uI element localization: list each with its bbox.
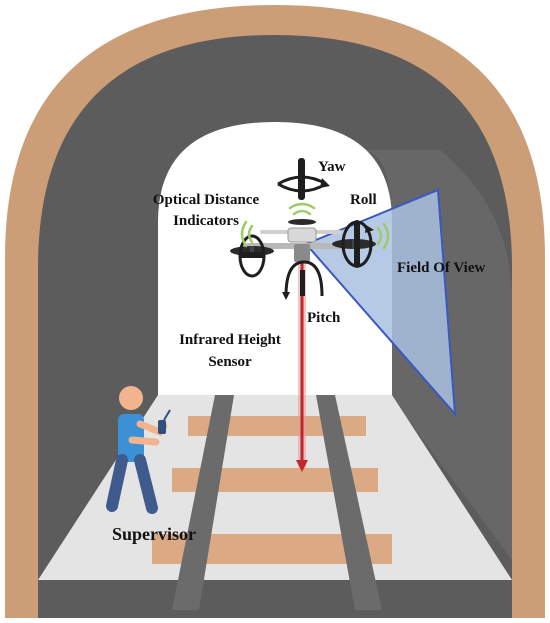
roll-label: Roll [350,192,377,208]
supervisor-label: Supervisor [112,524,197,544]
supervisor-figure [106,386,171,514]
rail-right [316,395,382,610]
infrared-sensor-label-line1: Infrared Height [179,332,281,348]
yaw-label: Yaw [318,159,346,175]
field-of-view-label: Field Of View [397,260,486,276]
tunnel-opening [158,122,392,395]
pitch-label: Pitch [307,310,341,326]
infrared-sensor-label-line2: Sensor [208,354,252,370]
infrared-beam-arrowhead [296,460,308,472]
rail-left [172,395,234,610]
roll-rotation-icon [341,220,374,268]
left-rotation-icon [238,234,266,278]
optical-distance-label-line1: Optical Distance [152,192,260,208]
yaw-rotation-icon [277,158,330,200]
optical-distance-label-line2: Indicators [173,213,239,229]
signal-wave-icon [240,202,390,250]
pitch-rotation-icon [282,260,324,300]
